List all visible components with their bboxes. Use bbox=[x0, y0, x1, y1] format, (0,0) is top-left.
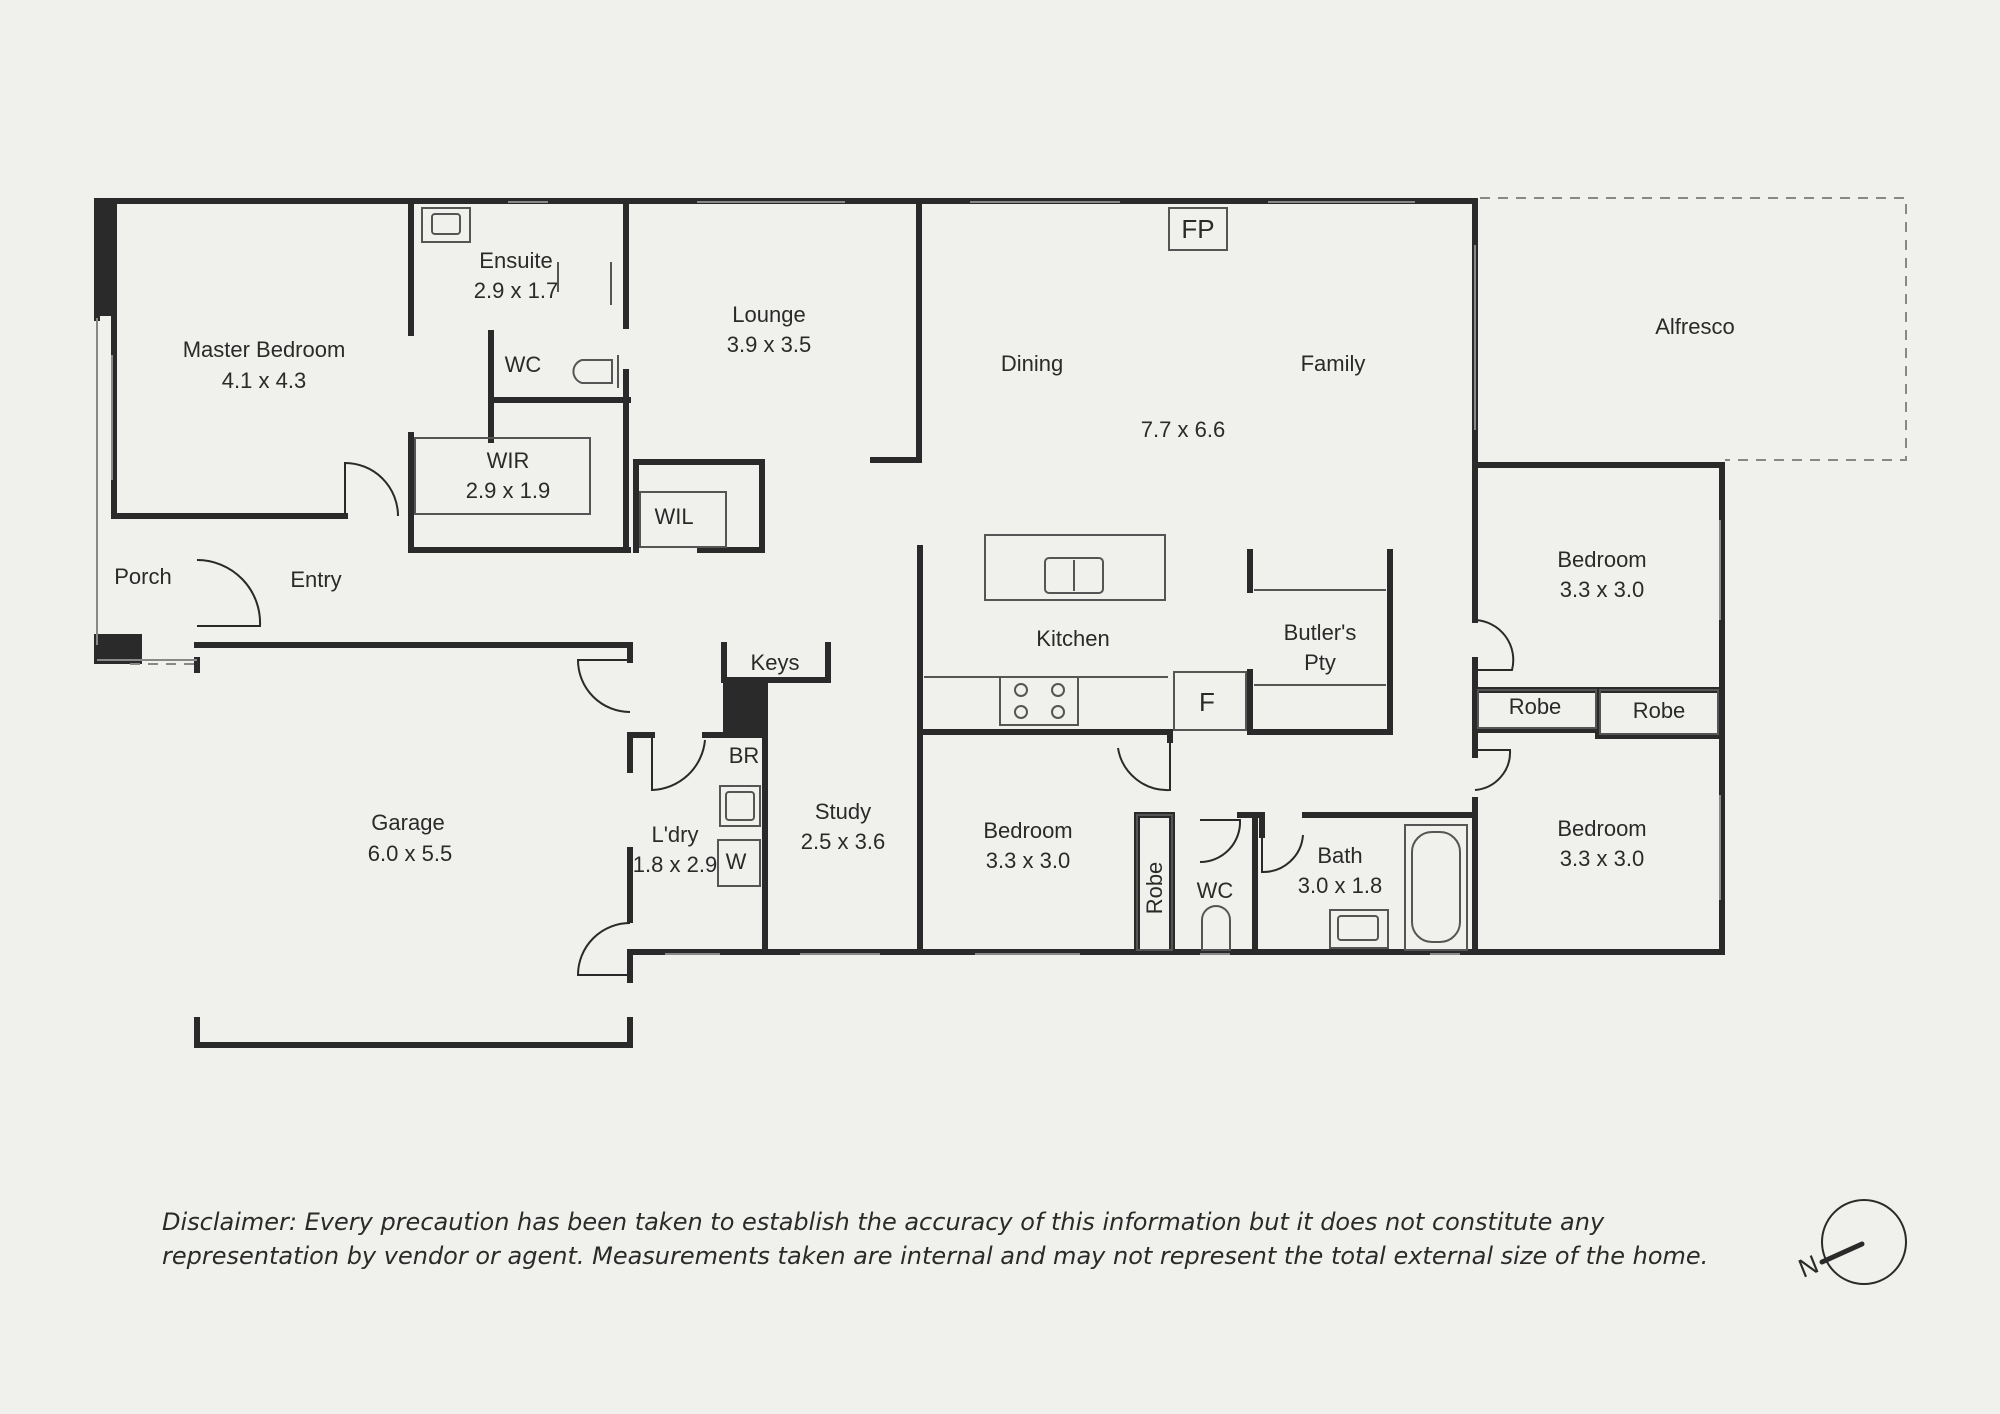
walls bbox=[94, 198, 1725, 1048]
wall-fills bbox=[94, 198, 768, 735]
label-br: BR bbox=[729, 743, 760, 768]
label-garage: Garage bbox=[371, 810, 444, 835]
windows bbox=[96, 201, 1721, 955]
label-robe-a: Robe bbox=[1509, 694, 1562, 719]
label-fireplace: FP bbox=[1181, 214, 1214, 244]
size-master-bedroom: 4.1 x 4.3 bbox=[222, 368, 306, 393]
alfresco-outline bbox=[130, 197, 1907, 665]
label-robe-b: Robe bbox=[1633, 698, 1686, 723]
label-wil: WIL bbox=[654, 504, 693, 529]
label-butlers-2: Pty bbox=[1304, 650, 1336, 675]
label-robe-mid: Robe bbox=[1142, 862, 1167, 915]
size-laundry: 1.8 x 2.9 bbox=[633, 852, 717, 877]
label-wir: WIR bbox=[487, 448, 530, 473]
fixtures bbox=[414, 207, 1719, 951]
label-kitchen: Kitchen bbox=[1036, 626, 1109, 651]
label-laundry: L'dry bbox=[652, 822, 699, 847]
label-bedroom-mid: Bedroom bbox=[983, 818, 1072, 843]
label-study: Study bbox=[815, 799, 871, 824]
label-family: Family bbox=[1301, 351, 1366, 376]
label-keys: Keys bbox=[751, 650, 800, 675]
room-labels: Master Bedroom 4.1 x 4.3 Ensuite 2.9 x 1… bbox=[114, 214, 1734, 914]
size-wir: 2.9 x 1.9 bbox=[466, 478, 550, 503]
compass-north-label: N bbox=[1794, 1249, 1823, 1284]
compass-needle-icon bbox=[1819, 1241, 1865, 1265]
label-fridge: F bbox=[1199, 687, 1215, 717]
north-compass: N bbox=[1794, 1199, 1907, 1285]
size-lounge: 3.9 x 3.5 bbox=[727, 332, 811, 357]
label-wc-ensuite: WC bbox=[505, 352, 542, 377]
label-master-bedroom: Master Bedroom bbox=[183, 337, 346, 362]
label-bath: Bath bbox=[1317, 843, 1362, 868]
label-ensuite: Ensuite bbox=[479, 248, 552, 273]
size-garage: 6.0 x 5.5 bbox=[368, 841, 452, 866]
size-bedroom-se: 3.3 x 3.0 bbox=[1560, 846, 1644, 871]
label-washer: W bbox=[726, 849, 747, 874]
door-swings bbox=[196, 461, 1515, 976]
size-living: 7.7 x 6.6 bbox=[1141, 417, 1225, 442]
size-bedroom-mid: 3.3 x 3.0 bbox=[986, 848, 1070, 873]
label-lounge: Lounge bbox=[732, 302, 805, 327]
size-bedroom-ne: 3.3 x 3.0 bbox=[1560, 577, 1644, 602]
label-alfresco: Alfresco bbox=[1655, 314, 1734, 339]
disclaimer-text: Disclaimer: Every precaution has been ta… bbox=[162, 1208, 1709, 1270]
compass-circle bbox=[1821, 1199, 1907, 1285]
label-wc-main: WC bbox=[1197, 878, 1234, 903]
label-entry: Entry bbox=[290, 567, 341, 592]
label-bedroom-se: Bedroom bbox=[1557, 816, 1646, 841]
label-butlers-1: Butler's bbox=[1284, 620, 1357, 645]
label-dining: Dining bbox=[1001, 351, 1063, 376]
label-bedroom-ne: Bedroom bbox=[1557, 547, 1646, 572]
size-bath: 3.0 x 1.8 bbox=[1298, 873, 1382, 898]
size-study: 2.5 x 3.6 bbox=[801, 829, 885, 854]
label-porch: Porch bbox=[114, 564, 171, 589]
size-ensuite: 2.9 x 1.7 bbox=[474, 278, 558, 303]
